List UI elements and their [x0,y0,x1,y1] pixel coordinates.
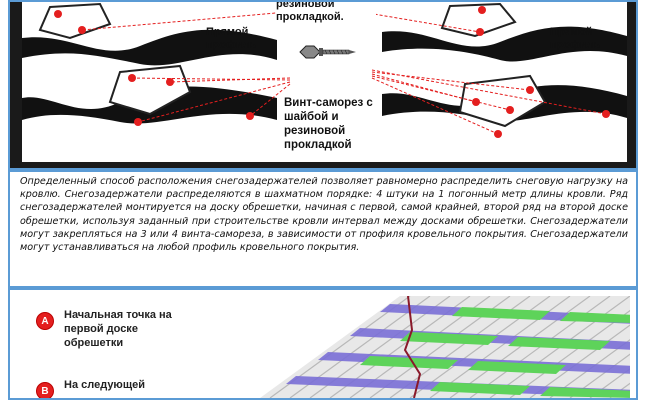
screw-icon [299,45,356,59]
profile-label-left: Прямой профиль [206,26,257,51]
right-wave-band-1 [382,26,627,62]
profile-label-right: Прямой профиль [550,26,601,51]
marker-b-icon: B [36,382,54,398]
legend-text-a: Начальная точка на первой доске обрешетк… [64,309,172,349]
legend-item-b: B На следующей [36,378,174,398]
left-wave-band-1 [22,29,277,66]
description-panel: Определенный способ расположения снегоза… [8,170,638,288]
layout-scheme-panel: A Начальная точка на первой доске обреше… [8,288,638,400]
snow-guard-rows [360,307,630,398]
legend-text-b: На следующей [64,379,145,391]
installation-illustration: резиновой прокладкой. Прямой профиль Пря… [8,0,638,170]
screw-caption: Винт-саморез с шайбой и резиновой прокла… [284,96,382,152]
gasket-caption-top: резиновой прокладкой. [276,2,376,24]
legend-item-a: A Начальная точка на первой доске обреше… [36,308,174,350]
marker-a-icon: A [36,312,54,330]
description-text: Определенный способ расположения снегоза… [20,176,628,254]
roof-layout-drawing [260,296,630,398]
ridge-line [403,296,422,398]
